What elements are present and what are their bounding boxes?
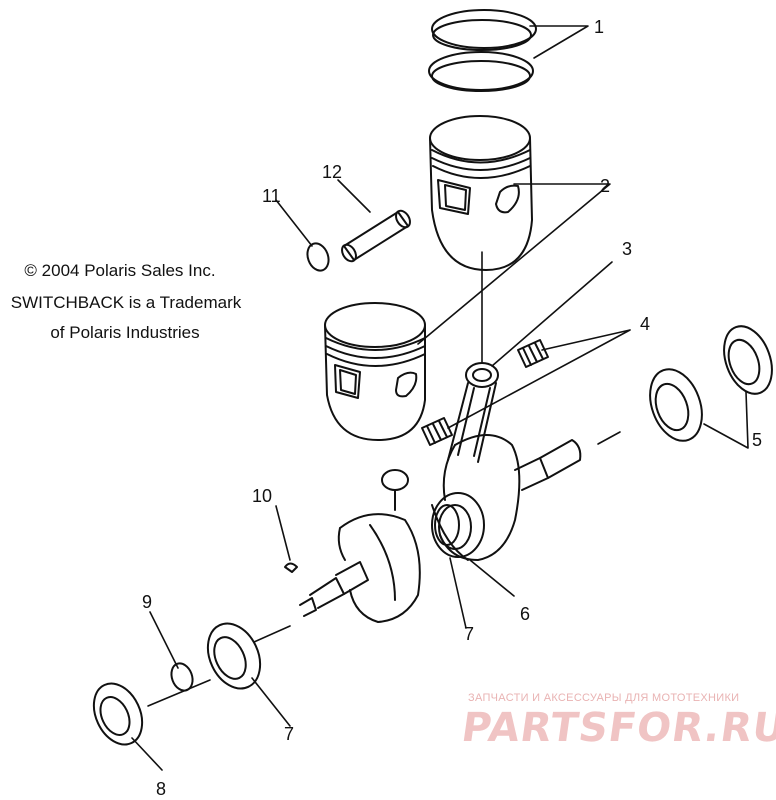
callout-4: 4	[640, 314, 650, 334]
copyright-note: © 2004 Polaris Sales Inc.	[24, 261, 216, 280]
piston-rings	[428, 9, 537, 92]
snap-ring	[170, 662, 194, 692]
watermark-brand: PARTSFOR.RU	[458, 705, 776, 751]
callout-10: 10	[252, 486, 272, 506]
callout-11: 11	[262, 186, 281, 206]
callout-2: 2	[600, 176, 610, 196]
piston-lower	[324, 302, 426, 441]
callout-9: 9	[142, 592, 152, 612]
crankshaft	[299, 434, 582, 623]
callout-labels: 1 2 3 4 5 6 7 7 8 9 10 11 12	[142, 17, 762, 799]
callout-8: 8	[156, 779, 166, 795]
callout-1: 1	[594, 17, 604, 37]
needle-bearing-lower	[421, 417, 453, 446]
trademark-line-1: SWITCHBACK is a Trademark	[10, 293, 242, 312]
needle-bearing-upper	[517, 339, 549, 368]
connecting-rod	[447, 362, 499, 463]
seal-right	[723, 325, 773, 395]
woodruff-key	[284, 562, 298, 573]
leader-lines	[131, 25, 749, 771]
trademark-line-2: of Polaris Industries	[50, 323, 200, 342]
piston-upper	[429, 115, 533, 271]
watermark-tagline: ЗАПЧАСТИ И АКСЕССУАРЫ ДЛЯ МОТОТЕХНИКИ	[468, 692, 740, 704]
callout-6: 6	[520, 604, 530, 624]
circlip	[306, 242, 330, 272]
callout-12: 12	[322, 162, 342, 182]
seal-left	[92, 682, 144, 746]
callout-5: 5	[752, 430, 762, 450]
wrist-pin	[341, 209, 411, 263]
callout-7-lower: 7	[284, 724, 294, 744]
crank-seal	[434, 504, 460, 546]
callout-3: 3	[622, 239, 632, 259]
bearing-left	[206, 622, 262, 690]
callout-7-upper: 7	[464, 624, 474, 644]
bearing-right	[649, 368, 703, 442]
